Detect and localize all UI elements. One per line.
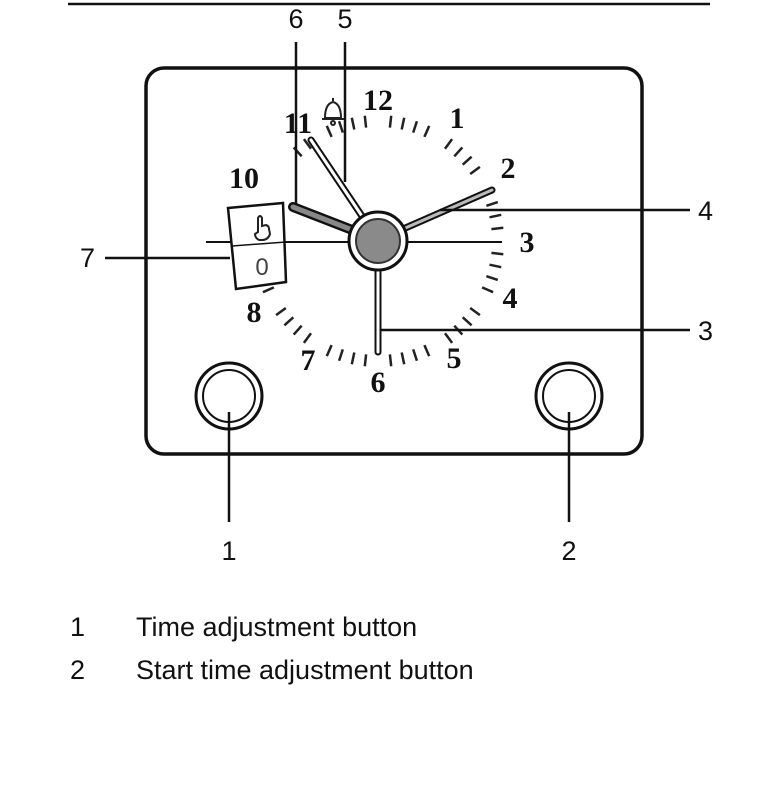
dial-tick bbox=[469, 165, 481, 176]
dial-tick bbox=[491, 251, 504, 256]
dial-tick bbox=[363, 354, 368, 367]
dial-tick bbox=[337, 120, 344, 133]
callout-4: 4 bbox=[698, 196, 713, 226]
indicator-zero: 0 bbox=[255, 254, 268, 281]
dial-tick bbox=[489, 263, 502, 269]
dial-tick bbox=[283, 316, 295, 327]
legend-item-1: 1 Time adjustment button bbox=[70, 612, 417, 643]
callout-6: 6 bbox=[288, 4, 303, 34]
numeral-10: 10 bbox=[229, 162, 259, 195]
numeral-4: 4 bbox=[503, 282, 518, 315]
dial-tick bbox=[443, 332, 454, 344]
dial-tick bbox=[423, 344, 431, 357]
dial-tick bbox=[388, 115, 393, 128]
dial-tick bbox=[489, 213, 502, 219]
dial-tick bbox=[388, 354, 393, 367]
hand-icon bbox=[253, 215, 272, 241]
dial-tick bbox=[262, 286, 275, 294]
numeral-12: 12 bbox=[363, 84, 393, 117]
clock-housing bbox=[144, 66, 644, 456]
dial-tick bbox=[302, 138, 313, 150]
callout-3: 3 bbox=[698, 316, 713, 346]
legend-text: Time adjustment button bbox=[136, 612, 418, 642]
dial-tick bbox=[491, 226, 504, 231]
dial-tick bbox=[275, 306, 287, 317]
callout-2: 2 bbox=[561, 536, 576, 566]
dial-tick bbox=[453, 146, 464, 158]
dial-tick bbox=[469, 306, 481, 317]
numeral-3: 3 bbox=[520, 226, 535, 259]
dial-tick bbox=[423, 125, 431, 138]
legend-number: 2 bbox=[70, 655, 86, 685]
legend-number: 1 bbox=[70, 612, 86, 642]
dial-tick bbox=[302, 332, 313, 344]
dial-tick bbox=[461, 316, 473, 327]
dial-tick bbox=[325, 344, 333, 357]
start-time-adjustment-button[interactable] bbox=[534, 361, 604, 431]
dial-tick bbox=[461, 155, 473, 166]
dial-tick bbox=[443, 138, 454, 150]
bell-icon bbox=[322, 98, 344, 126]
dial-tick bbox=[363, 115, 368, 128]
callout-1: 1 bbox=[221, 536, 236, 566]
dial-tick bbox=[337, 349, 344, 362]
dial-tick bbox=[292, 324, 303, 336]
numeral-5: 5 bbox=[447, 342, 462, 375]
dial-tick bbox=[325, 125, 333, 138]
dial-tick bbox=[412, 120, 419, 133]
dial-tick bbox=[400, 352, 406, 365]
time-adjustment-button[interactable] bbox=[194, 361, 264, 431]
start-time-indicator bbox=[226, 201, 288, 291]
numeral-8: 8 bbox=[247, 296, 262, 329]
dial-tick bbox=[400, 117, 406, 130]
callout-7: 7 bbox=[80, 243, 95, 273]
numeral-7: 7 bbox=[301, 344, 316, 377]
dial-tick bbox=[486, 275, 499, 282]
dial-tick bbox=[481, 286, 494, 294]
numeral-11: 11 bbox=[284, 107, 312, 140]
hand-hub bbox=[355, 218, 401, 264]
legend-text: Start time adjustment button bbox=[136, 655, 474, 685]
dial-tick bbox=[350, 352, 356, 365]
numeral-1: 1 bbox=[450, 102, 465, 135]
numeral-6: 6 bbox=[371, 366, 386, 399]
numeral-2: 2 bbox=[501, 152, 516, 185]
callout-5: 5 bbox=[337, 4, 352, 34]
dial-tick bbox=[412, 349, 419, 362]
legend-item-2: 2 Start time adjustment button bbox=[70, 655, 474, 686]
dial-tick bbox=[350, 117, 356, 130]
dial-tick bbox=[486, 200, 499, 207]
